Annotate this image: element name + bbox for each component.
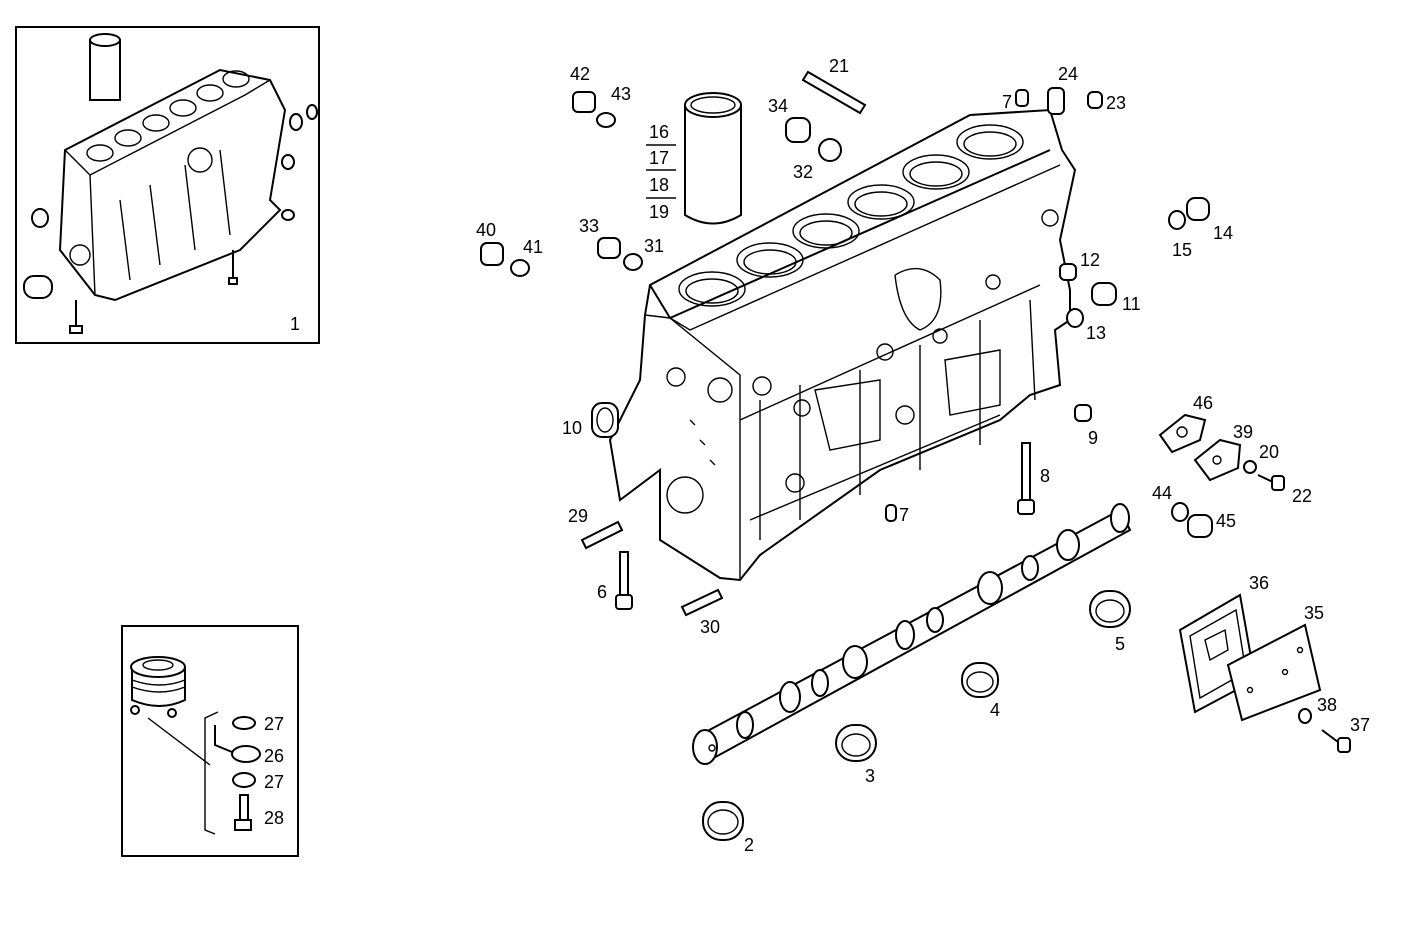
- callout-36: 36: [1249, 573, 1269, 593]
- callout-43: 43: [611, 84, 631, 104]
- inset-piston: [130, 656, 186, 718]
- inset-washer-top: [232, 716, 256, 730]
- main-engine-block: [608, 108, 1077, 582]
- callout-37: 37: [1350, 715, 1370, 735]
- callout-35: 35: [1304, 603, 1324, 623]
- cam-bushing-5: [1089, 590, 1131, 628]
- callout-17: 17: [649, 148, 669, 168]
- bore-6: [956, 124, 1024, 160]
- callout-20: 20: [1259, 442, 1279, 462]
- callout-21: 21: [829, 56, 849, 76]
- callout-33: 33: [579, 216, 599, 236]
- label-piston-nozzle: 26: [264, 746, 284, 766]
- callout-9: 9: [1088, 428, 1098, 448]
- callout-18: 18: [649, 175, 669, 195]
- inset-washer-bottom: [232, 772, 256, 788]
- inset-engine-block: [58, 68, 287, 302]
- callout-46: 46: [1193, 393, 1213, 413]
- callout-38: 38: [1317, 695, 1337, 715]
- callout-4: 4: [990, 700, 1000, 720]
- callout-44: 44: [1152, 483, 1172, 503]
- callout-15: 15: [1172, 240, 1192, 260]
- label-piston-bolt: 28: [264, 808, 284, 828]
- cylinder-liner: [684, 92, 742, 225]
- callout-31: 31: [644, 236, 664, 256]
- callout-19: 19: [649, 202, 669, 222]
- callout-39: 39: [1233, 422, 1253, 442]
- callout-10: 10: [562, 418, 582, 438]
- inset-bolt: [239, 794, 249, 822]
- callout-3: 3: [865, 766, 875, 786]
- bore-2: [736, 242, 804, 278]
- bore-3: [792, 213, 860, 249]
- callout-16: 16: [649, 122, 669, 142]
- callout-22: 22: [1292, 486, 1312, 506]
- callout-41: 41: [523, 237, 543, 257]
- callout-14: 14: [1213, 223, 1233, 243]
- callout-8: 8: [1040, 466, 1050, 486]
- callout-2: 2: [744, 835, 754, 855]
- callout-40: 40: [476, 220, 496, 240]
- callout-11: 11: [1122, 294, 1141, 314]
- gasket-46: [1158, 413, 1207, 454]
- inset-block-assembly: 1: [15, 26, 320, 344]
- callout-7-top: 7: [1002, 92, 1012, 112]
- bore-5: [902, 154, 970, 190]
- inset-piston-group: 27 26 27 28: [121, 625, 299, 857]
- callout-34: 34: [768, 96, 788, 116]
- side-cover-35: [1226, 623, 1322, 722]
- bore-4: [847, 184, 915, 220]
- bore-1: [678, 271, 746, 307]
- cam-bushing-3: [835, 724, 877, 762]
- inset-label-block-assembly: 1: [290, 314, 300, 334]
- callout-12: 12: [1080, 250, 1100, 270]
- callout-42: 42: [570, 64, 590, 84]
- callout-labels: 42 43 21 34 32 7 24 23 16 17 18 19 40 41…: [476, 56, 1370, 855]
- callout-29: 29: [568, 506, 588, 526]
- callout-23: 23: [1106, 93, 1126, 113]
- label-piston-washer-bottom: 27: [264, 772, 284, 792]
- callout-24: 24: [1058, 64, 1078, 84]
- callout-7-bottom: 7: [899, 505, 909, 525]
- callout-6: 6: [597, 582, 607, 602]
- callout-5: 5: [1115, 634, 1125, 654]
- callout-32: 32: [793, 162, 813, 182]
- inset-cooling-nozzle: [231, 745, 261, 763]
- inset-cylinder-liner: [89, 33, 121, 101]
- camshaft-flange: [692, 729, 718, 765]
- label-piston-washer-top: 27: [264, 714, 284, 734]
- callout-13: 13: [1086, 323, 1106, 343]
- callout-30: 30: [700, 617, 720, 637]
- cam-bushing-2: [702, 801, 744, 841]
- cam-bushing-4: [961, 662, 999, 698]
- small-hardware: [480, 70, 1351, 753]
- cover-plate-39: [1193, 438, 1242, 482]
- camshaft: [692, 503, 1132, 765]
- callout-45: 45: [1216, 511, 1236, 531]
